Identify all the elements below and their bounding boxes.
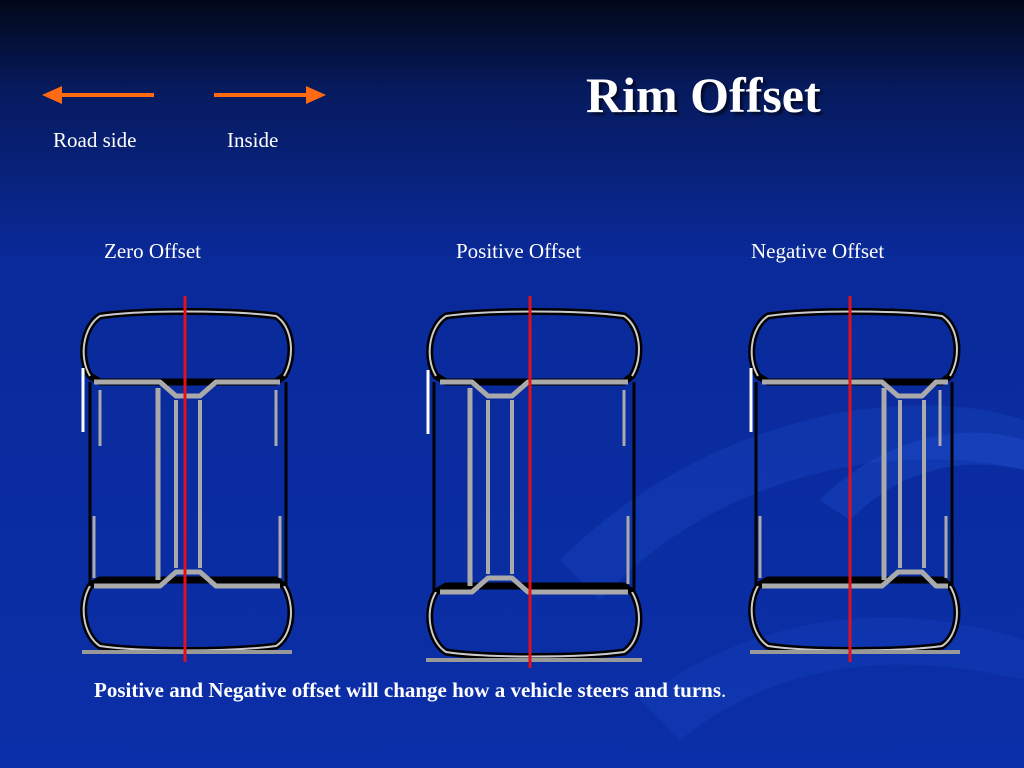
positive-offset-rim-diagram	[426, 296, 643, 668]
zero-offset-rim-diagram	[80, 296, 295, 662]
caption: Positive and Negative offset will change…	[94, 678, 726, 703]
arrow-right-icon	[214, 86, 326, 104]
caption-text: Positive and Negative offset will change…	[94, 678, 722, 702]
zero-offset-label: Zero Offset	[104, 239, 201, 263]
inside-label: Inside	[227, 128, 279, 152]
negative-offset-label: Negative Offset	[751, 239, 885, 263]
negative-offset-rim-diagram	[748, 296, 961, 662]
positive-offset-label: Positive Offset	[456, 239, 582, 263]
caption-period: .	[721, 678, 727, 702]
arrow-left-icon	[42, 86, 154, 104]
page-title: Rim Offset	[586, 67, 821, 123]
road-side-label: Road side	[53, 128, 137, 152]
